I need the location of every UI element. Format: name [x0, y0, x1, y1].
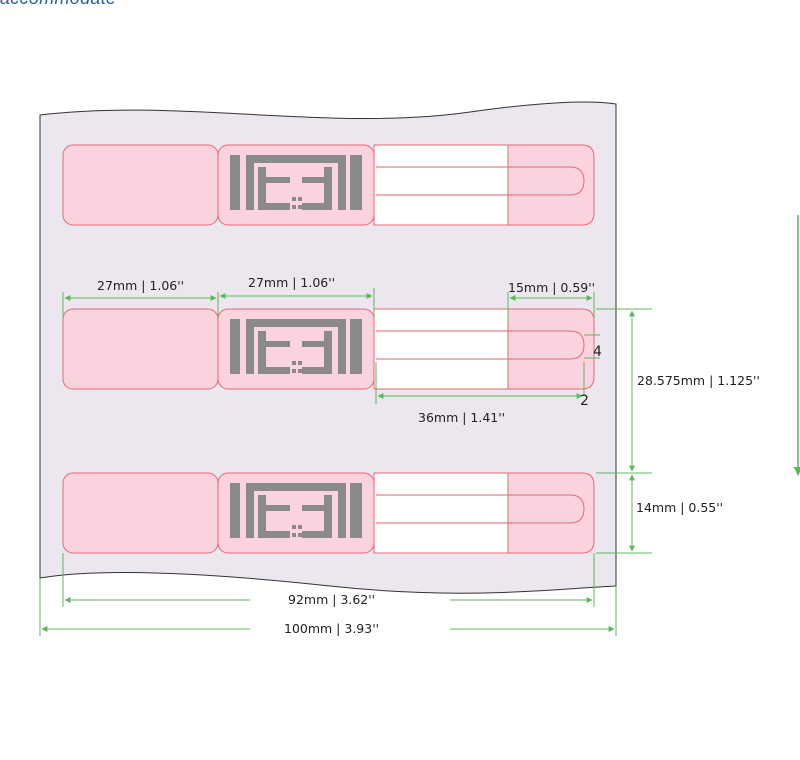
dim-tab: 15mm | 0.59'': [507, 280, 595, 322]
dim-inlay-label: 27mm | 1.06'': [248, 275, 335, 290]
dim-label-width: 92mm | 3.62'': [62, 553, 595, 607]
slot-gap-b: 2: [580, 393, 589, 409]
caption-text: accommodate: [0, 0, 116, 9]
dim-slot-label: 36mm | 1.41'': [418, 410, 505, 425]
dim-tail-left-label: 27mm | 1.06'': [97, 278, 184, 293]
label-row-1: [62, 144, 595, 226]
dim-liner-width: 100mm | 3.93'': [39, 578, 617, 636]
dim-tail-left: 27mm | 1.06'': [62, 278, 219, 318]
dim-liner-width-label: 100mm | 3.93'': [284, 621, 379, 636]
dim-slot: 4 2 36mm | 1.41'': [375, 334, 602, 425]
slot-gap-a: 4: [593, 344, 602, 360]
dim-label-width-label: 92mm | 3.62'': [288, 592, 375, 607]
dim-pitch-label: 28.575mm | 1.125'': [637, 373, 760, 388]
label-row-3: [62, 472, 595, 554]
dim-height-label: 14mm | 0.55'': [636, 500, 723, 515]
label-row-2: [62, 308, 595, 390]
dim-tab-label: 15mm | 0.59'': [508, 280, 595, 295]
dim-inlay: 27mm | 1.06'': [219, 275, 375, 318]
dim-height: 14mm | 0.55'': [596, 474, 723, 554]
dim-pitch: 28.575mm | 1.125'': [596, 308, 760, 474]
